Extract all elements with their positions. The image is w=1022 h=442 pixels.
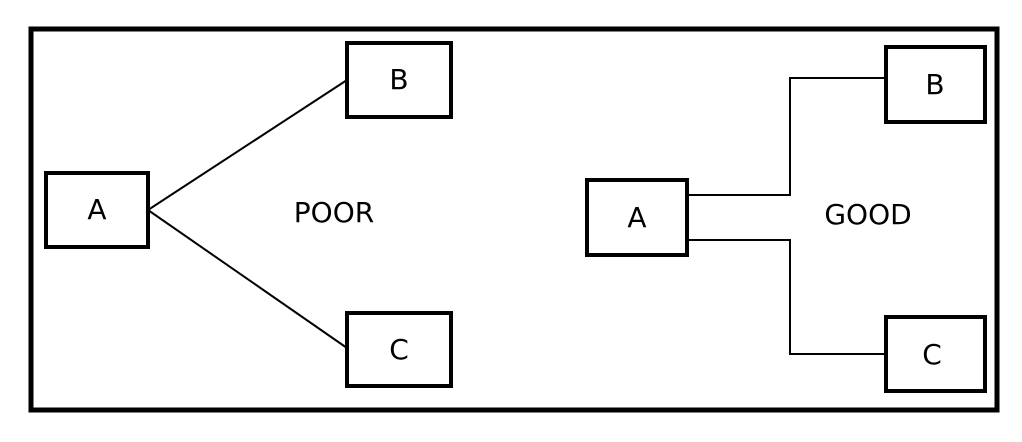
poor-caption: POOR xyxy=(294,196,374,229)
poor-node-b: B xyxy=(345,41,453,119)
poor-node-a: A xyxy=(44,171,150,249)
poor-example: A B C POOR xyxy=(44,41,453,388)
good-connector-a-to-b xyxy=(687,77,886,196)
good-node-a: A xyxy=(585,178,689,257)
poor-connector-a-to-b xyxy=(147,79,348,211)
diagram-frame xyxy=(28,26,1000,413)
poor-connector-a-to-c xyxy=(147,209,348,349)
good-node-b: B xyxy=(884,45,987,124)
good-caption: GOOD xyxy=(824,198,911,231)
good-node-b-label: B xyxy=(925,68,944,101)
good-node-c: C xyxy=(884,315,987,393)
good-connector-a-to-c xyxy=(687,239,886,355)
good-example: A B C GOOD xyxy=(585,45,987,393)
poor-node-a-label: A xyxy=(87,193,106,226)
poor-node-b-label: B xyxy=(389,63,408,96)
good-node-c-label: C xyxy=(922,338,942,371)
poor-node-c: C xyxy=(345,311,453,388)
poor-node-c-label: C xyxy=(389,333,409,366)
good-node-a-label: A xyxy=(627,201,646,234)
